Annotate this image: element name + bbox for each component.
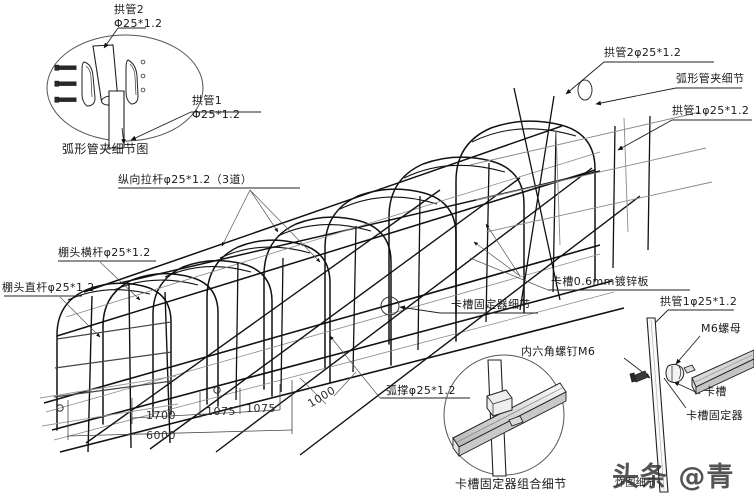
callout-channel-fixer: 卡槽固定器 (686, 409, 743, 422)
caption-arc-clamp-detail: 弧形管夹细节图 (62, 142, 149, 156)
callout-arc-clamp-detail-right: 弧形管夹细节 (676, 72, 745, 85)
callout-arch-pipe-1-right: 拱管1φ25*1.2 (672, 104, 750, 117)
callout-arch-pipe-1-detail: 拱管1 (192, 94, 223, 107)
callout-arc-brace: 弧撑φ25*1.2 (386, 384, 456, 397)
callout-arch-pipe-2-right: 拱管2φ25*1.2 (604, 46, 682, 59)
tunnel-frame-structure (39, 79, 713, 456)
callout-arch-pipe-1-detail-spec: Φ25*1.2 (192, 108, 241, 121)
callout-arch-pipe-2-top: 拱管2 (114, 3, 145, 16)
caption-explode: 炸图细节 (615, 478, 657, 489)
watermark: 头条 @青钱柳 (612, 462, 735, 493)
arc-clamp-detail-view (46, 27, 261, 149)
callout-channel-plate: 卡槽0.6mm镀锌板 (551, 275, 649, 288)
dimension-1075-b: 1075 (246, 402, 276, 415)
callout-arch-pipe-1-explode: 拱管1φ25*1.2 (660, 295, 738, 308)
callout-m6-nut: M6螺母 (701, 322, 742, 335)
dimension-1075-a: 1075 (206, 405, 236, 418)
callout-head-straight-bar: 棚头直杆φ25*1.2 (2, 281, 95, 294)
caption-channel-assembly: 卡槽固定器组合细节 (455, 477, 567, 491)
callout-head-cross-bar: 棚头横杆φ25*1.2 (58, 246, 151, 259)
dimension-6000: 6000 (146, 429, 176, 442)
callout-channel: 卡槽 (704, 385, 727, 398)
callout-channel-fixer-detail: 卡槽固定器细节 (451, 298, 531, 311)
callout-hex-socket-screw: 内六角螺钉M6 (521, 345, 596, 358)
callout-arch-pipe-2-top-spec: Φ25*1.2 (114, 17, 163, 30)
dimension-1700: 1700 (146, 409, 176, 422)
callout-longitudinal-tie: 纵向拉杆φ25*1.2（3道） (118, 173, 253, 186)
channel-fixer-assembly-detail (443, 354, 567, 477)
explode-detail-view (629, 317, 754, 493)
dimension-lines (67, 371, 357, 440)
